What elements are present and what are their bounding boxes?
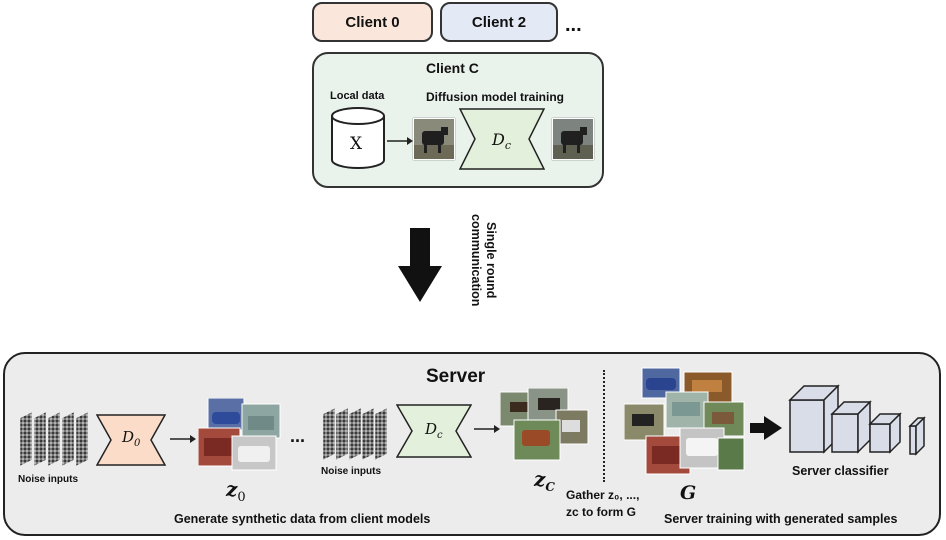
client-model-label: Dc [492,130,511,153]
noise-inputs-label-1: Noise inputs [18,474,79,485]
dc-model-label: Dc [425,420,443,441]
server-title: Server [426,366,486,387]
d0-model-shape [96,414,166,466]
down-arrow-icon [398,228,442,302]
z0-synthetic-images [198,398,281,471]
separator-line [603,370,605,482]
gather-caption-line-2: zᴄ to form G [566,505,637,519]
client-diffusion-model-shape [459,108,545,170]
arrow-icon [387,137,413,145]
g-label: G [680,482,697,504]
zc-label: zC [534,467,555,494]
communication-line-1: Single round [484,221,498,299]
communication-line-2: communication [469,214,483,307]
noise-inputs-stack-1 [20,411,89,467]
arrow-icon [170,435,196,443]
training-caption: Server training with generated samples [664,512,898,526]
z0-label: z0 [226,477,246,505]
database-icon [331,107,385,169]
server-classifier-network [788,384,926,456]
noise-inputs-stack-2 [323,407,388,461]
g-collected-images [624,367,745,475]
d0-model-label: D0 [122,428,141,449]
models-ellipsis: ... [290,426,306,446]
cow-photo-input [413,118,455,160]
zc-synthetic-images [500,388,589,461]
diffusion-training-label: Diffusion model training [426,90,564,104]
dc-model-shape [396,404,472,458]
communication-label: Single round communication [458,214,498,324]
client-c-title: Client C [426,60,479,76]
gather-caption-line-1: Gather z₀, ..., [566,488,640,502]
noise-inputs-label-2: Noise inputs [321,466,382,477]
arrow-icon [474,425,500,433]
generate-caption: Generate synthetic data from client mode… [174,512,431,526]
server-classifier-label: Server classifier [792,464,889,478]
client-2-label: Client 2 [471,13,527,31]
dataset-symbol: X [350,134,363,154]
arrow-icon [750,416,782,440]
cow-photo-output [552,118,594,160]
client-2-box: Client 2 [440,2,558,42]
client-0-label: Client 0 [345,13,400,31]
client-ellipsis: ... [565,14,582,36]
client-0-box: Client 0 [312,2,433,42]
local-data-label: Local data [330,90,385,102]
server-panel [3,352,941,536]
